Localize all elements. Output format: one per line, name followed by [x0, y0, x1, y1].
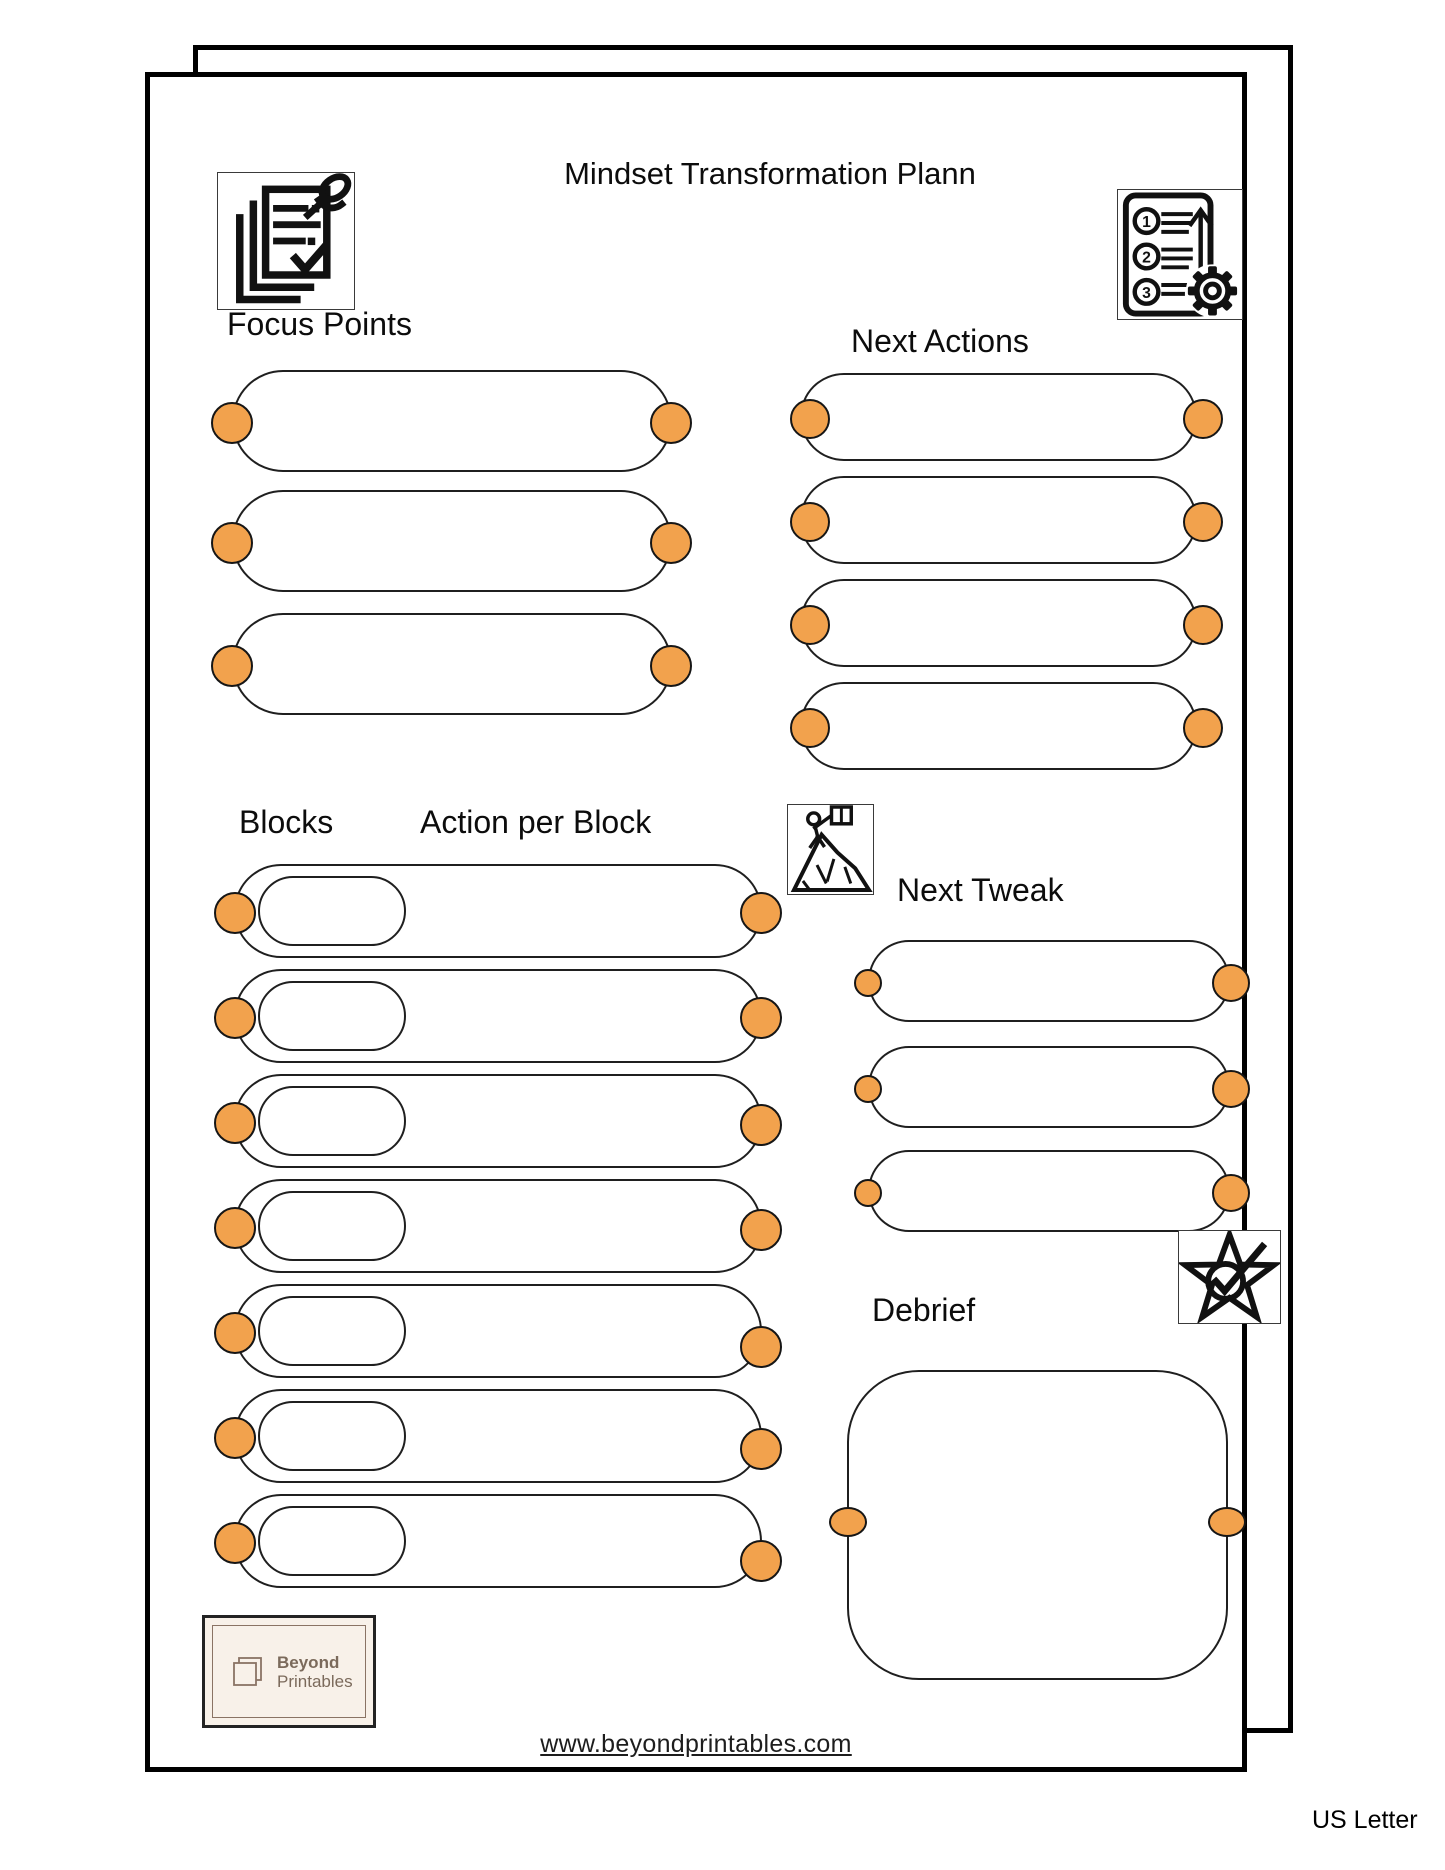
- debrief-label: Debrief: [872, 1292, 976, 1328]
- orange-dot: [650, 402, 692, 444]
- orange-dot: [214, 892, 256, 934]
- orange-dot: [211, 645, 253, 687]
- orange-dot: [211, 522, 253, 564]
- orange-dot: [740, 1326, 782, 1368]
- next-action-field[interactable]: [790, 682, 1223, 770]
- orange-dot: [1183, 502, 1223, 542]
- orange-dot: [740, 1209, 782, 1251]
- block-row[interactable]: [214, 864, 782, 958]
- orange-dot: [854, 969, 882, 997]
- next-actions-label: Next Actions: [851, 323, 1029, 359]
- mountain-climb-icon: [787, 804, 874, 895]
- focus-point-field[interactable]: [211, 613, 692, 715]
- next-action-field[interactable]: [790, 476, 1223, 564]
- orange-dot: [1208, 1507, 1246, 1537]
- action-per-block-label: Action per Block: [420, 804, 652, 840]
- orange-dot: [214, 1102, 256, 1144]
- orange-dot: [740, 997, 782, 1039]
- debrief-field[interactable]: [829, 1370, 1246, 1680]
- block-name-field[interactable]: [258, 1086, 406, 1156]
- orange-dot: [1183, 708, 1223, 748]
- block-name-field[interactable]: [258, 1191, 406, 1261]
- orange-dot: [740, 892, 782, 934]
- orange-dot: [1183, 605, 1223, 645]
- orange-dot: [1212, 1070, 1250, 1108]
- next-tweak-field[interactable]: [854, 1046, 1250, 1128]
- orange-dot: [790, 605, 830, 645]
- next-tweak-label: Next Tweak: [897, 872, 1064, 908]
- orange-dot: [1212, 1174, 1250, 1212]
- stacked-pages-icon: [233, 1656, 262, 1686]
- block-name-field[interactable]: [258, 1506, 406, 1576]
- focus-points-label: Focus Points: [227, 306, 412, 342]
- next-tweak-field[interactable]: [854, 940, 1250, 1022]
- orange-dot: [1212, 964, 1250, 1002]
- orange-dot: [790, 708, 830, 748]
- orange-dot: [211, 402, 253, 444]
- orange-dot: [214, 997, 256, 1039]
- orange-dot: [829, 1507, 867, 1537]
- focus-point-field[interactable]: [211, 370, 692, 472]
- block-name-field[interactable]: [258, 1296, 406, 1366]
- svg-text:2: 2: [1142, 249, 1151, 266]
- block-name-field[interactable]: [258, 981, 406, 1051]
- orange-dot: [650, 645, 692, 687]
- block-row[interactable]: [214, 1074, 782, 1168]
- orange-dot: [854, 1075, 882, 1103]
- star-check-icon: [1178, 1230, 1281, 1324]
- next-action-field[interactable]: [790, 373, 1223, 461]
- orange-dot: [740, 1428, 782, 1470]
- block-row[interactable]: [214, 969, 782, 1063]
- orange-dot: [214, 1207, 256, 1249]
- orange-dot: [214, 1417, 256, 1459]
- beyond-printables-logo: Beyond Printables: [202, 1615, 376, 1728]
- block-row[interactable]: [214, 1389, 782, 1483]
- block-name-field[interactable]: [258, 1401, 406, 1471]
- numbered-list-gear-icon: 1 2 3: [1117, 189, 1243, 320]
- orange-dot: [650, 522, 692, 564]
- paper-size-label: US Letter: [1312, 1806, 1418, 1834]
- page-title: Mindset Transformation Plann: [564, 156, 976, 191]
- block-row[interactable]: [214, 1284, 782, 1378]
- next-tweak-field[interactable]: [854, 1150, 1250, 1232]
- orange-dot: [1183, 399, 1223, 439]
- orange-dot: [740, 1104, 782, 1146]
- svg-text:1: 1: [1142, 214, 1151, 231]
- svg-text:3: 3: [1142, 285, 1151, 302]
- next-action-field[interactable]: [790, 579, 1223, 667]
- logo-text: Beyond Printables: [277, 1652, 353, 1691]
- orange-dot: [790, 502, 830, 542]
- orange-dot: [854, 1179, 882, 1207]
- block-row[interactable]: [214, 1494, 782, 1588]
- orange-dot: [214, 1522, 256, 1564]
- website-link[interactable]: www.beyondprintables.com: [540, 1730, 852, 1758]
- orange-dot: [790, 399, 830, 439]
- focus-point-field[interactable]: [211, 490, 692, 592]
- block-name-field[interactable]: [258, 876, 406, 946]
- orange-dot: [214, 1312, 256, 1354]
- block-row[interactable]: [214, 1179, 782, 1273]
- pinned-notes-icon: [217, 172, 355, 310]
- logo-frame: Beyond Printables: [212, 1625, 366, 1718]
- blocks-label: Blocks: [239, 804, 334, 840]
- orange-dot: [740, 1540, 782, 1582]
